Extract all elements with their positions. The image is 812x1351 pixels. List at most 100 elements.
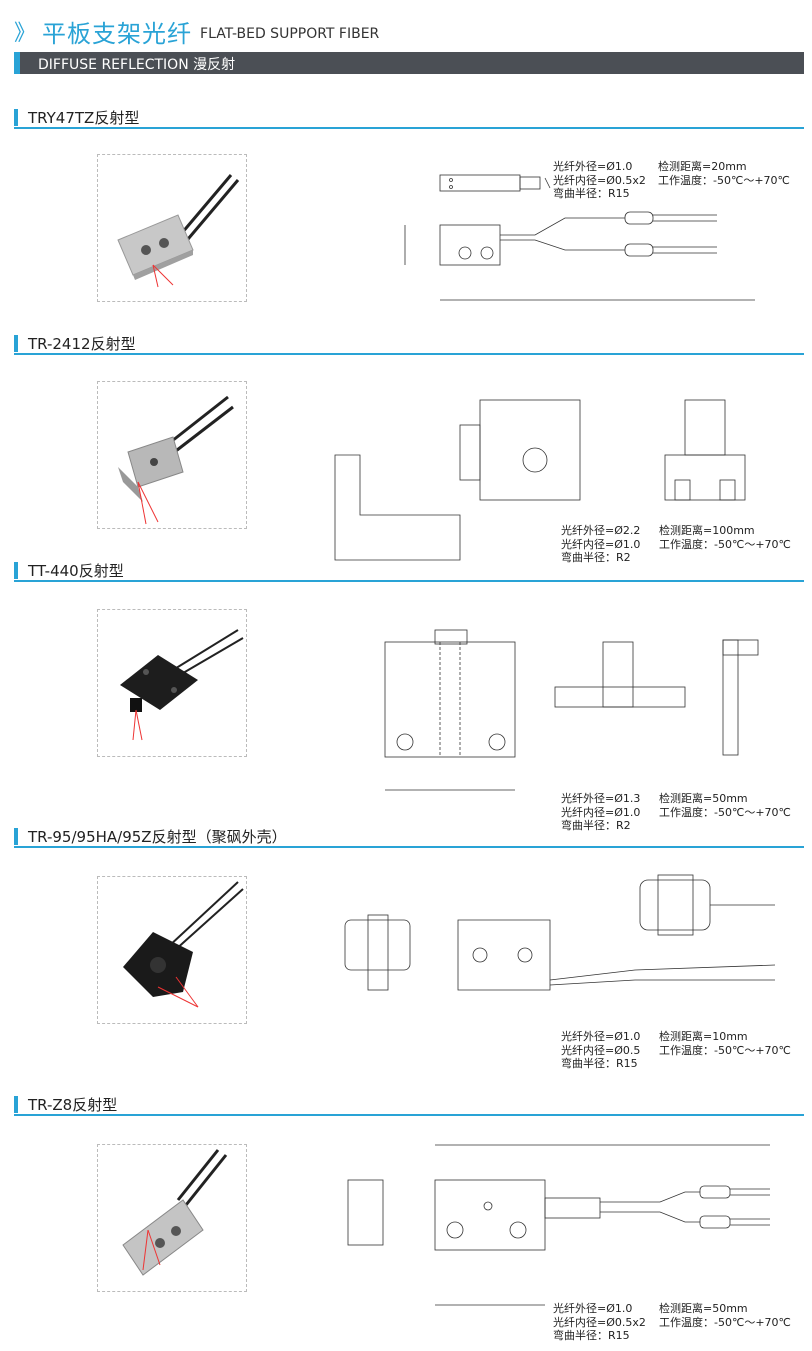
- dim-label: ø3.7: [518, 1209, 535, 1218]
- spec-line: 工作温度：-50℃～+70℃: [658, 173, 790, 187]
- dim-label: 15: [622, 896, 631, 905]
- dim-label: 5: [610, 633, 615, 642]
- section-accent: [14, 562, 18, 579]
- dim-label: 8: [648, 424, 654, 435]
- spec-line: 检测距离=10mm: [659, 1030, 748, 1043]
- dim-label: ø2.0-2: [552, 1278, 576, 1287]
- dim-label: 1: [761, 625, 766, 634]
- dim-label: 10.5: [459, 300, 479, 311]
- spec-line: 光纤外径=Ø1.0: [553, 1302, 633, 1315]
- dim-label: ø3.2-2安装孔: [522, 907, 569, 917]
- spec-line: 光纤外径=Ø1.3: [561, 792, 641, 805]
- dim-label: 4: [449, 284, 455, 295]
- spec-line: 光纤内径=Ø0.5x2: [553, 173, 646, 187]
- dim-label: M3P0.5-2: [530, 751, 582, 765]
- spec-line: 光纤外径=Ø2.2: [561, 524, 641, 537]
- dim-label: 5.6: [585, 454, 599, 465]
- dim-label: 1.8: [440, 1278, 452, 1287]
- product-photo-tr95: [97, 876, 247, 1024]
- spec-line: 光纤内径=Ø0.5: [561, 1043, 641, 1057]
- dim-label: Ø0.5光纤芯: [453, 152, 505, 165]
- page-title: 平板支架光纤: [42, 19, 193, 48]
- dim-label: ø1*2: [455, 507, 477, 518]
- section-accent: [14, 1096, 18, 1113]
- dim-label: ø2.2: [664, 998, 681, 1007]
- section-heading-try47tz: TRY47TZ反射型: [14, 107, 804, 129]
- dim-label: 3.5: [354, 1165, 366, 1174]
- dim-label: 21: [445, 780, 454, 789]
- spec-line: 工作温度：-50℃～+70℃: [659, 1043, 791, 1057]
- dim-label: 2.5: [423, 240, 437, 251]
- dim-label: 0.5-0.5: [671, 619, 709, 633]
- spec-right: 检测距离=50mm 工作温度：-50℃～+70℃: [659, 792, 791, 819]
- dim-label: R1.5: [460, 402, 482, 413]
- spec-line: 弯曲半径：R15: [561, 1057, 638, 1070]
- dim-label: 12: [625, 454, 637, 465]
- spec-line: 检测距离=100mm: [659, 524, 755, 537]
- dim-label: 4: [475, 284, 481, 295]
- dim-label: 2: [384, 1298, 389, 1307]
- page-header: 》 平板支架光纤 FLAT-BED SUPPORT FIBER: [14, 14, 379, 48]
- dim-label: 1.2: [445, 617, 457, 626]
- spec-line: 工作温度：-50℃～+70℃: [659, 1315, 791, 1329]
- dim-label: 7: [702, 384, 708, 395]
- dim-label: 光纤芯ø0.5-2: [510, 1164, 558, 1174]
- spec-line: 弯曲半径：R2: [561, 551, 631, 564]
- dim-label: ø1.0: [680, 1247, 697, 1256]
- dim-label: 7.2: [395, 244, 409, 255]
- dim-label: 13: [678, 956, 687, 965]
- dim-label: ø4.1: [712, 1247, 729, 1256]
- dim-label: 倒角: [645, 621, 665, 633]
- dim-label: 2-Ø1: [595, 270, 618, 281]
- dim-label: 6.6: [737, 609, 749, 618]
- spec-line: 检测距离=50mm: [659, 1302, 748, 1315]
- dim-label: 1.5: [543, 693, 555, 702]
- spec-line: 弯曲半径：R2: [561, 819, 631, 832]
- dim-label: 2000: [580, 1143, 598, 1152]
- dim-label: 3: [729, 765, 734, 774]
- spec-line: 光纤内径=Ø1.0: [561, 805, 641, 819]
- dim-label: 2-Ø2.1: [513, 264, 544, 275]
- section-heading-trz8: TR-Z8反射型: [14, 1094, 804, 1116]
- section-accent: [14, 828, 18, 845]
- dim-label: M4P0.75: [535, 504, 575, 515]
- dim-label: 16: [525, 386, 537, 397]
- dim-label: 3.6: [613, 721, 625, 730]
- dim-label: 2-Ø4.1: [635, 270, 666, 281]
- dim-label: 5.5: [458, 1165, 470, 1174]
- dim-label: 20: [492, 1012, 501, 1021]
- spec-line: 检测距离=20mm: [658, 160, 747, 173]
- dim-label: 2-Ø2.2: [677, 270, 708, 281]
- dim-label: 2.5: [409, 180, 423, 191]
- dim-label: 2: [422, 1175, 427, 1184]
- dim-label: 8.4: [438, 938, 450, 947]
- dim-label: R1: [365, 457, 378, 468]
- dim-label: 1.2: [440, 432, 454, 443]
- section-accent: [14, 109, 18, 126]
- section-accent: [14, 335, 18, 352]
- category-bar: DIFFUSE REFLECTION 漫反射: [14, 52, 804, 74]
- dim-label: 2: [430, 462, 436, 473]
- dim-label: 2.5: [566, 1245, 578, 1254]
- dim-label: 11: [490, 998, 499, 1007]
- spec-line: 光纤外径=Ø1.0: [553, 160, 633, 173]
- dim-label: 8.5: [398, 1211, 410, 1220]
- spec-line: 光纤外径=Ø1.0: [561, 1030, 641, 1043]
- section-heading-tr95: TR-95/95HA/95Z反射型（聚砜外壳）: [14, 826, 804, 848]
- dim-label: ø4.1: [646, 998, 663, 1007]
- product-photo-trz8: [97, 1144, 247, 1292]
- spec-left: 光纤外径=Ø2.2 光纤内径=Ø1.0 弯曲半径：R2: [561, 524, 640, 565]
- dim-label: ø1*2: [420, 615, 437, 624]
- section-title: TT-440反射型: [28, 562, 124, 580]
- spec-line: 弯曲半径：R15: [553, 1329, 630, 1342]
- dim-label: 1.3: [585, 709, 597, 718]
- section-heading-tr2412: TR-2412反射型: [14, 333, 804, 355]
- dim-label: R1: [473, 631, 484, 640]
- dim-label: 1: [427, 198, 433, 209]
- dim-label: 15.5: [363, 705, 379, 714]
- section-title: TR-2412反射型: [28, 335, 136, 353]
- dim-label: 3.5: [412, 1229, 424, 1238]
- dim-label: 1000: [595, 300, 618, 311]
- spec-right: 检测距离=100mm 工作温度：-50℃～+70℃: [659, 524, 791, 551]
- section-title: TR-Z8反射型: [28, 1096, 118, 1114]
